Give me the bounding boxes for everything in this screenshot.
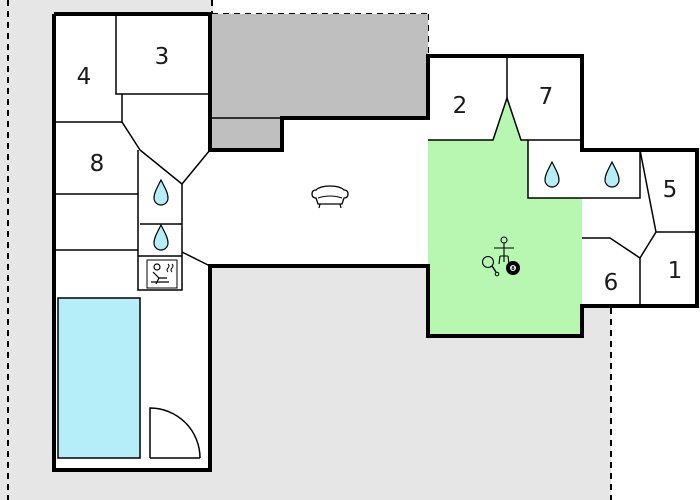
- water-drop-icon: [544, 160, 560, 188]
- room-labels: 4 3 8 2 7 5 1 6: [77, 44, 683, 296]
- sofa-icon: [311, 185, 349, 209]
- room-label: 7: [539, 84, 554, 110]
- room-label: 6: [604, 270, 619, 296]
- room-label: 3: [155, 44, 170, 70]
- indoor-pool: [57, 297, 141, 459]
- game-room-icon: 8: [481, 236, 520, 277]
- svg-text:8: 8: [511, 266, 515, 272]
- room-label: 4: [77, 64, 92, 90]
- game-room-floor: [428, 98, 582, 336]
- shower-icons: [153, 160, 620, 251]
- room-label: 1: [668, 258, 683, 284]
- water-drop-icon: [604, 160, 620, 188]
- exterior-walls: [52, 12, 699, 472]
- water-drop-icon: [153, 223, 169, 251]
- sauna-icon: [146, 259, 178, 289]
- room-label: 5: [663, 177, 678, 203]
- water-drop-icon: [153, 178, 169, 206]
- covered-area: [212, 14, 428, 148]
- interior-walls: [54, 14, 697, 459]
- room-label: 8: [90, 151, 105, 177]
- room-label: 2: [453, 93, 468, 119]
